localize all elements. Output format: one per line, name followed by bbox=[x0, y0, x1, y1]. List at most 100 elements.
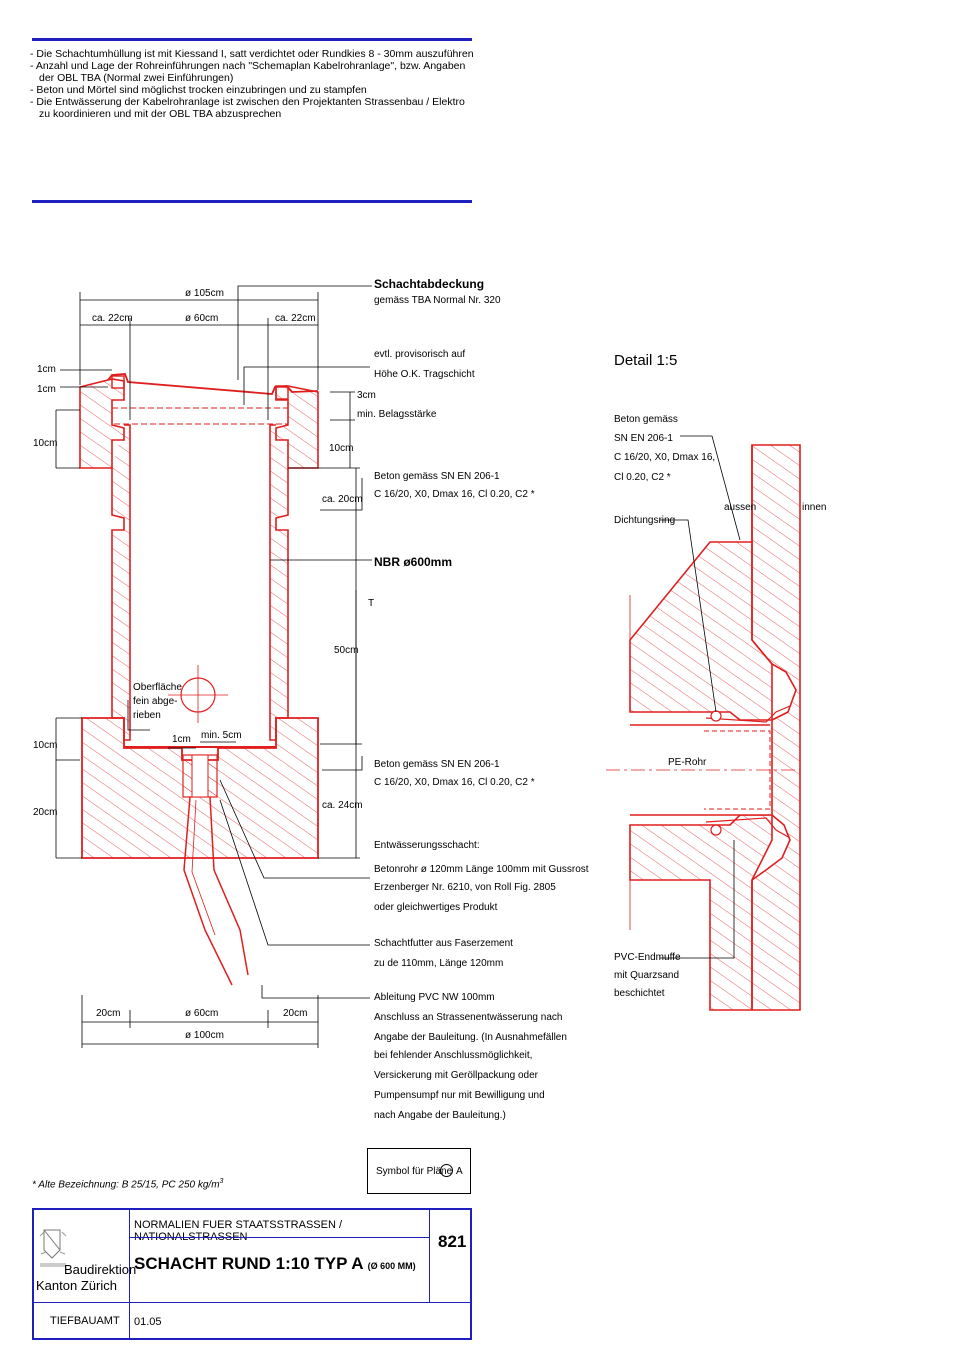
abdeckung-sub: gemäss TBA Normal Nr. 320 bbox=[374, 295, 501, 306]
coat-of-arms-icon bbox=[39, 1229, 67, 1267]
org-name-line2: Kanton Zürich bbox=[36, 1278, 117, 1293]
top-rule bbox=[32, 38, 472, 41]
org-cell: Baudirektion Kanton Zürich bbox=[34, 1210, 136, 1302]
heading-cell: NORMALIEN FUER STAATSSTRASSEN / NATIONAL… bbox=[130, 1210, 430, 1302]
date-cell: 01.05 bbox=[130, 1303, 470, 1340]
dim-min5: min. 5cm bbox=[201, 730, 242, 741]
note-item: - Die Schachtumhüllung ist mit Kiessand … bbox=[30, 48, 474, 60]
detail-beton-line3: C 16/20, X0, Dmax 16, bbox=[614, 452, 715, 463]
ableitung-line7: nach Angabe der Bauleitung.) bbox=[374, 1110, 506, 1121]
cover-frame-right bbox=[275, 386, 289, 400]
note-item: - Die Entwässerung der Kabelrohranlage i… bbox=[30, 96, 465, 120]
beton2-line1: Beton gemäss SN EN 206-1 bbox=[374, 759, 500, 770]
entw-line3: Erzenberger Nr. 6210, von Roll Fig. 2805 bbox=[374, 882, 556, 893]
dim-20cm-bl: 20cm bbox=[96, 1008, 120, 1019]
prov-line2: Höhe O.K. Tragschicht bbox=[374, 369, 475, 380]
abdeckung-title: Schachtabdeckung bbox=[374, 277, 484, 291]
detail-pvc-line3: beschichtet bbox=[614, 988, 665, 999]
beton1-line1: Beton gemäss SN EN 206-1 bbox=[374, 471, 500, 482]
detail-beton-line4: Cl 0.20, C2 * bbox=[614, 472, 671, 483]
dimensions bbox=[55, 285, 372, 1048]
detail-title: Detail 1:5 bbox=[614, 352, 677, 369]
ableitung-line2: Anschluss an Strassenentwässerung nach bbox=[374, 1012, 562, 1023]
belag-label: min. Belagsstärke bbox=[357, 409, 437, 420]
beton2-line2: C 16/20, X0, Dmax 16, Cl 0.20, C2 * bbox=[374, 777, 535, 788]
drain-pipe-inner bbox=[209, 796, 249, 976]
ableitung-line1: Ableitung PVC NW 100mm bbox=[374, 992, 495, 1003]
detail-pvc-line1: PVC-Endmuffe bbox=[614, 952, 681, 963]
drawing-title: SCHACHT RUND 1:10 TYP A (Ø 600 MM) bbox=[134, 1254, 416, 1274]
heading-divider bbox=[130, 1237, 429, 1238]
legend-label: Symbol für Pläne bbox=[376, 1166, 453, 1177]
dim-ca22-left: ca. 22cm bbox=[92, 313, 133, 324]
cover-slab-left bbox=[79, 378, 125, 469]
cover-plate bbox=[107, 373, 319, 395]
dim-10cm-right: 10cm bbox=[329, 443, 353, 454]
plan-symbol-legend: Symbol für Pläne A bbox=[367, 1148, 471, 1194]
dim-50cm: 50cm bbox=[334, 645, 358, 656]
detail-collar-lower bbox=[629, 814, 773, 1011]
dim-10cm-left-bottom: 10cm bbox=[33, 740, 57, 751]
detail-wall bbox=[751, 444, 801, 1011]
legend-symbol: A bbox=[456, 1166, 463, 1177]
oberflaeche-line1: Oberfläche bbox=[133, 682, 182, 693]
dim-3cm: 3cm bbox=[357, 390, 376, 401]
dim-d60-top: ø 60cm bbox=[185, 313, 218, 324]
circle-symbol-icon bbox=[440, 1164, 453, 1177]
detail-innen: innen bbox=[802, 502, 826, 513]
cover-frame-left bbox=[111, 375, 125, 389]
manhole-section bbox=[79, 373, 319, 986]
prov-line1: evtl. provisorisch auf bbox=[374, 349, 465, 360]
ableitung-line4: bei fehlender Anschlussmöglichkeit, bbox=[374, 1050, 532, 1061]
detail-view bbox=[606, 444, 801, 1011]
org-name-line1: Baudirektion bbox=[64, 1262, 137, 1277]
footnote-sup: 3 bbox=[219, 1178, 224, 1185]
dim-10cm-left-top: 10cm bbox=[33, 438, 57, 449]
futter-line2: zu de 110mm, Länge 120mm bbox=[374, 958, 503, 969]
seal-ring-bottom bbox=[710, 824, 722, 836]
detail-leaders bbox=[660, 435, 741, 959]
oberflaeche-line2: fein abge- bbox=[133, 696, 177, 707]
drawing-number: 821 bbox=[438, 1232, 467, 1251]
dim-d60-bottom: ø 60cm bbox=[185, 1008, 218, 1019]
drawing-title-text: SCHACHT RUND 1:10 TYP A bbox=[134, 1254, 363, 1273]
drain-core bbox=[191, 754, 209, 798]
title-block: Baudirektion Kanton Zürich NORMALIEN FUE… bbox=[32, 1208, 472, 1340]
detail-collar bbox=[629, 541, 773, 721]
dim-20cm-left: 20cm bbox=[33, 807, 57, 818]
dim-1cm-b: 1cm bbox=[37, 384, 56, 395]
dim-ca20: ca. 20cm bbox=[322, 494, 363, 505]
footnote: * Alte Bezeichnung: B 25/15, PC 250 kg/m… bbox=[32, 1178, 223, 1190]
section-labels: ø 105cm ca. 22cm ø 60cm ca. 22cm 1cm 1cm… bbox=[33, 277, 589, 1121]
shaft-wall-left bbox=[111, 424, 131, 741]
futter-line1: Schachtfutter aus Faserzement bbox=[374, 938, 513, 949]
dim-d105: ø 105cm bbox=[185, 288, 224, 299]
notes-list: - Die Schachtumhüllung ist mit Kiessand … bbox=[30, 48, 475, 120]
standards-header: NORMALIEN FUER STAATSSTRASSEN / NATIONAL… bbox=[134, 1219, 343, 1243]
drain-pipe bbox=[183, 796, 233, 986]
notes-bottom-rule bbox=[32, 200, 472, 203]
nbr-label: NBR ø600mm bbox=[374, 555, 452, 569]
entw-line1: Entwässerungsschacht: bbox=[374, 840, 480, 851]
ableitung-line6: Pumpensumpf nur mit Bewilligung und bbox=[374, 1090, 545, 1101]
footnote-text: * Alte Bezeichnung: B 25/15, PC 250 kg/m bbox=[32, 1179, 220, 1191]
drawing-title-sub: (Ø 600 MM) bbox=[367, 1261, 416, 1271]
entw-line4: oder gleichwertiges Produkt bbox=[374, 902, 498, 913]
dim-ca22-right: ca. 22cm bbox=[275, 313, 316, 324]
note-item: - Anzahl und Lage der Rohreinführungen n… bbox=[30, 60, 466, 84]
ableitung-line5: Versickerung mit Geröllpackung oder bbox=[374, 1070, 539, 1081]
titleblock-divider bbox=[34, 1302, 470, 1303]
dim-20cm-br: 20cm bbox=[283, 1008, 307, 1019]
number-cell: 821 bbox=[430, 1210, 470, 1302]
detail-pe: PE-Rohr bbox=[668, 757, 707, 768]
detail-beton-line1: Beton gemäss bbox=[614, 414, 678, 425]
detail-aussen: aussen bbox=[724, 502, 756, 513]
dim-ca24: ca. 24cm bbox=[322, 800, 363, 811]
detail-labels: Detail 1:5 Beton gemäss SN EN 206-1 C 16… bbox=[614, 352, 826, 999]
dim-1cm-a: 1cm bbox=[37, 364, 56, 375]
entw-line2: Betonrohr ø 120mm Länge 100mm mit Gussro… bbox=[374, 864, 589, 875]
beton1-line2: C 16/20, X0, Dmax 16, Cl 0.20, C2 * bbox=[374, 489, 535, 500]
department-name: TIEFBAUAMT bbox=[50, 1315, 120, 1327]
dim-d100: ø 100cm bbox=[185, 1030, 224, 1041]
